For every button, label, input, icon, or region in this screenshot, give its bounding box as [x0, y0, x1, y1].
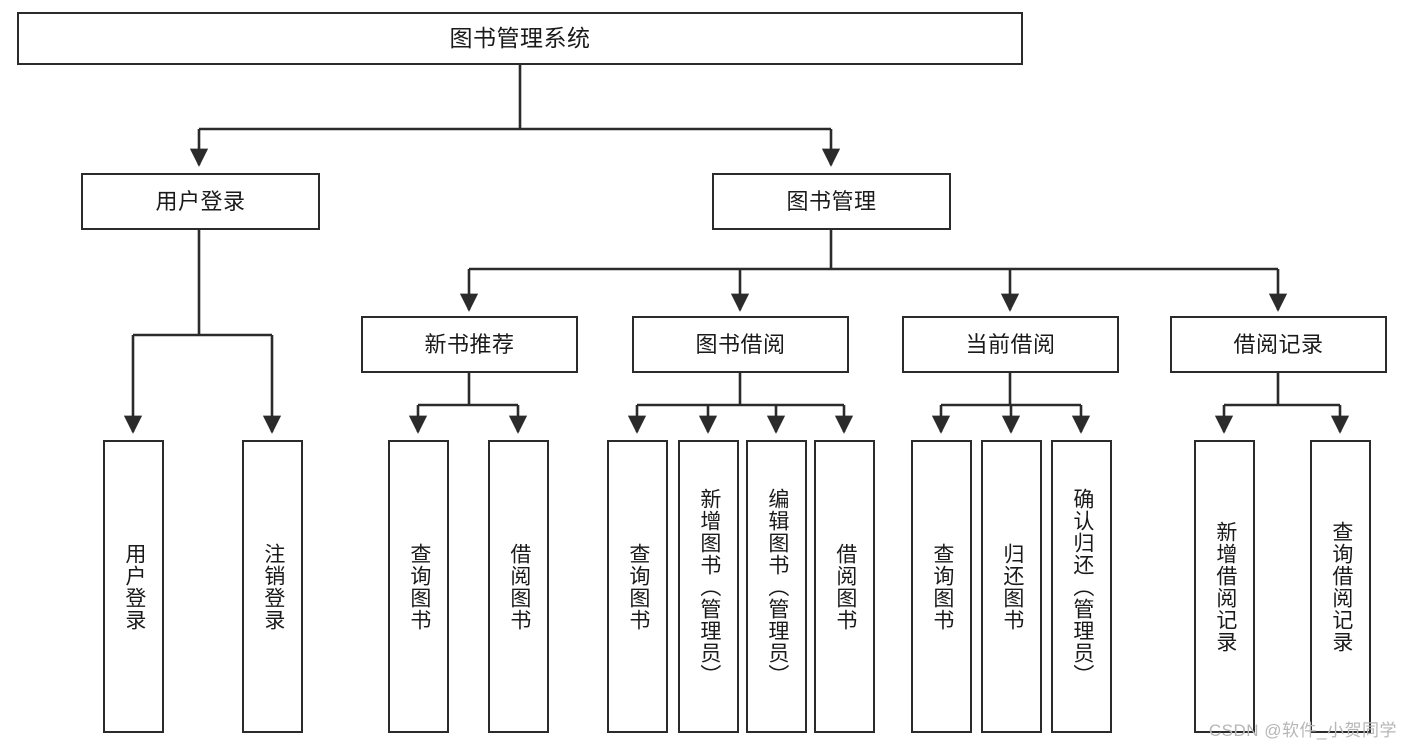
- leaf-record-query-record[interactable]: 查询借阅记录: [1310, 440, 1371, 733]
- leaf-borrow-borrow-book[interactable]: 借阅图书: [814, 440, 875, 733]
- leaf-current-query-book[interactable]: 查询图书: [911, 440, 972, 733]
- leaf-user-login-signin-label: 用户登录: [122, 542, 146, 631]
- leaf-borrow-add-book-label: 新增图书（管理员）: [697, 487, 721, 686]
- node-book-borrow[interactable]: 图书借阅: [632, 316, 849, 373]
- node-book-management-label: 图书管理: [786, 188, 877, 214]
- leaf-current-confirm-return-label: 确认归还（管理员）: [1070, 487, 1094, 686]
- node-borrow-record[interactable]: 借阅记录: [1170, 316, 1387, 373]
- leaf-recommend-borrow-book[interactable]: 借阅图书: [488, 440, 549, 733]
- node-root-label: 图书管理系统: [449, 25, 591, 52]
- leaf-current-confirm-return[interactable]: 确认归还（管理员）: [1051, 440, 1112, 733]
- leaf-user-login-signout-label: 注销登录: [261, 542, 285, 631]
- leaf-current-return-book-label: 归还图书: [1000, 542, 1024, 631]
- leaf-recommend-borrow-book-label: 借阅图书: [507, 542, 531, 631]
- leaf-record-query-record-label: 查询借阅记录: [1329, 520, 1353, 653]
- leaf-borrow-edit-book-label: 编辑图书（管理员）: [765, 487, 789, 686]
- node-user-login-label: 用户登录: [155, 188, 246, 214]
- leaf-borrow-add-book[interactable]: 新增图书（管理员）: [678, 440, 739, 733]
- node-user-login[interactable]: 用户登录: [81, 173, 320, 230]
- node-book-borrow-label: 图书借阅: [695, 331, 786, 357]
- leaf-user-login-signin[interactable]: 用户登录: [103, 440, 164, 733]
- node-book-management[interactable]: 图书管理: [712, 173, 951, 230]
- leaf-record-add-record-label: 新增借阅记录: [1213, 520, 1237, 653]
- node-new-book-recommend[interactable]: 新书推荐: [361, 316, 578, 373]
- leaf-recommend-query-book[interactable]: 查询图书: [388, 440, 449, 733]
- leaf-recommend-query-book-label: 查询图书: [407, 542, 431, 631]
- node-borrow-record-label: 借阅记录: [1233, 331, 1324, 357]
- leaf-user-login-signout[interactable]: 注销登录: [242, 440, 303, 733]
- node-new-book-recommend-label: 新书推荐: [424, 331, 515, 357]
- leaf-current-query-book-label: 查询图书: [930, 542, 954, 631]
- leaf-borrow-edit-book[interactable]: 编辑图书（管理员）: [746, 440, 807, 733]
- leaf-borrow-borrow-book-label: 借阅图书: [833, 542, 857, 631]
- node-root[interactable]: 图书管理系统: [17, 12, 1023, 65]
- leaf-record-add-record[interactable]: 新增借阅记录: [1194, 440, 1255, 733]
- leaf-borrow-query-book-label: 查询图书: [626, 542, 650, 631]
- leaf-current-return-book[interactable]: 归还图书: [981, 440, 1042, 733]
- node-current-borrow-label: 当前借阅: [965, 331, 1056, 357]
- leaf-borrow-query-book[interactable]: 查询图书: [607, 440, 668, 733]
- node-current-borrow[interactable]: 当前借阅: [902, 316, 1119, 373]
